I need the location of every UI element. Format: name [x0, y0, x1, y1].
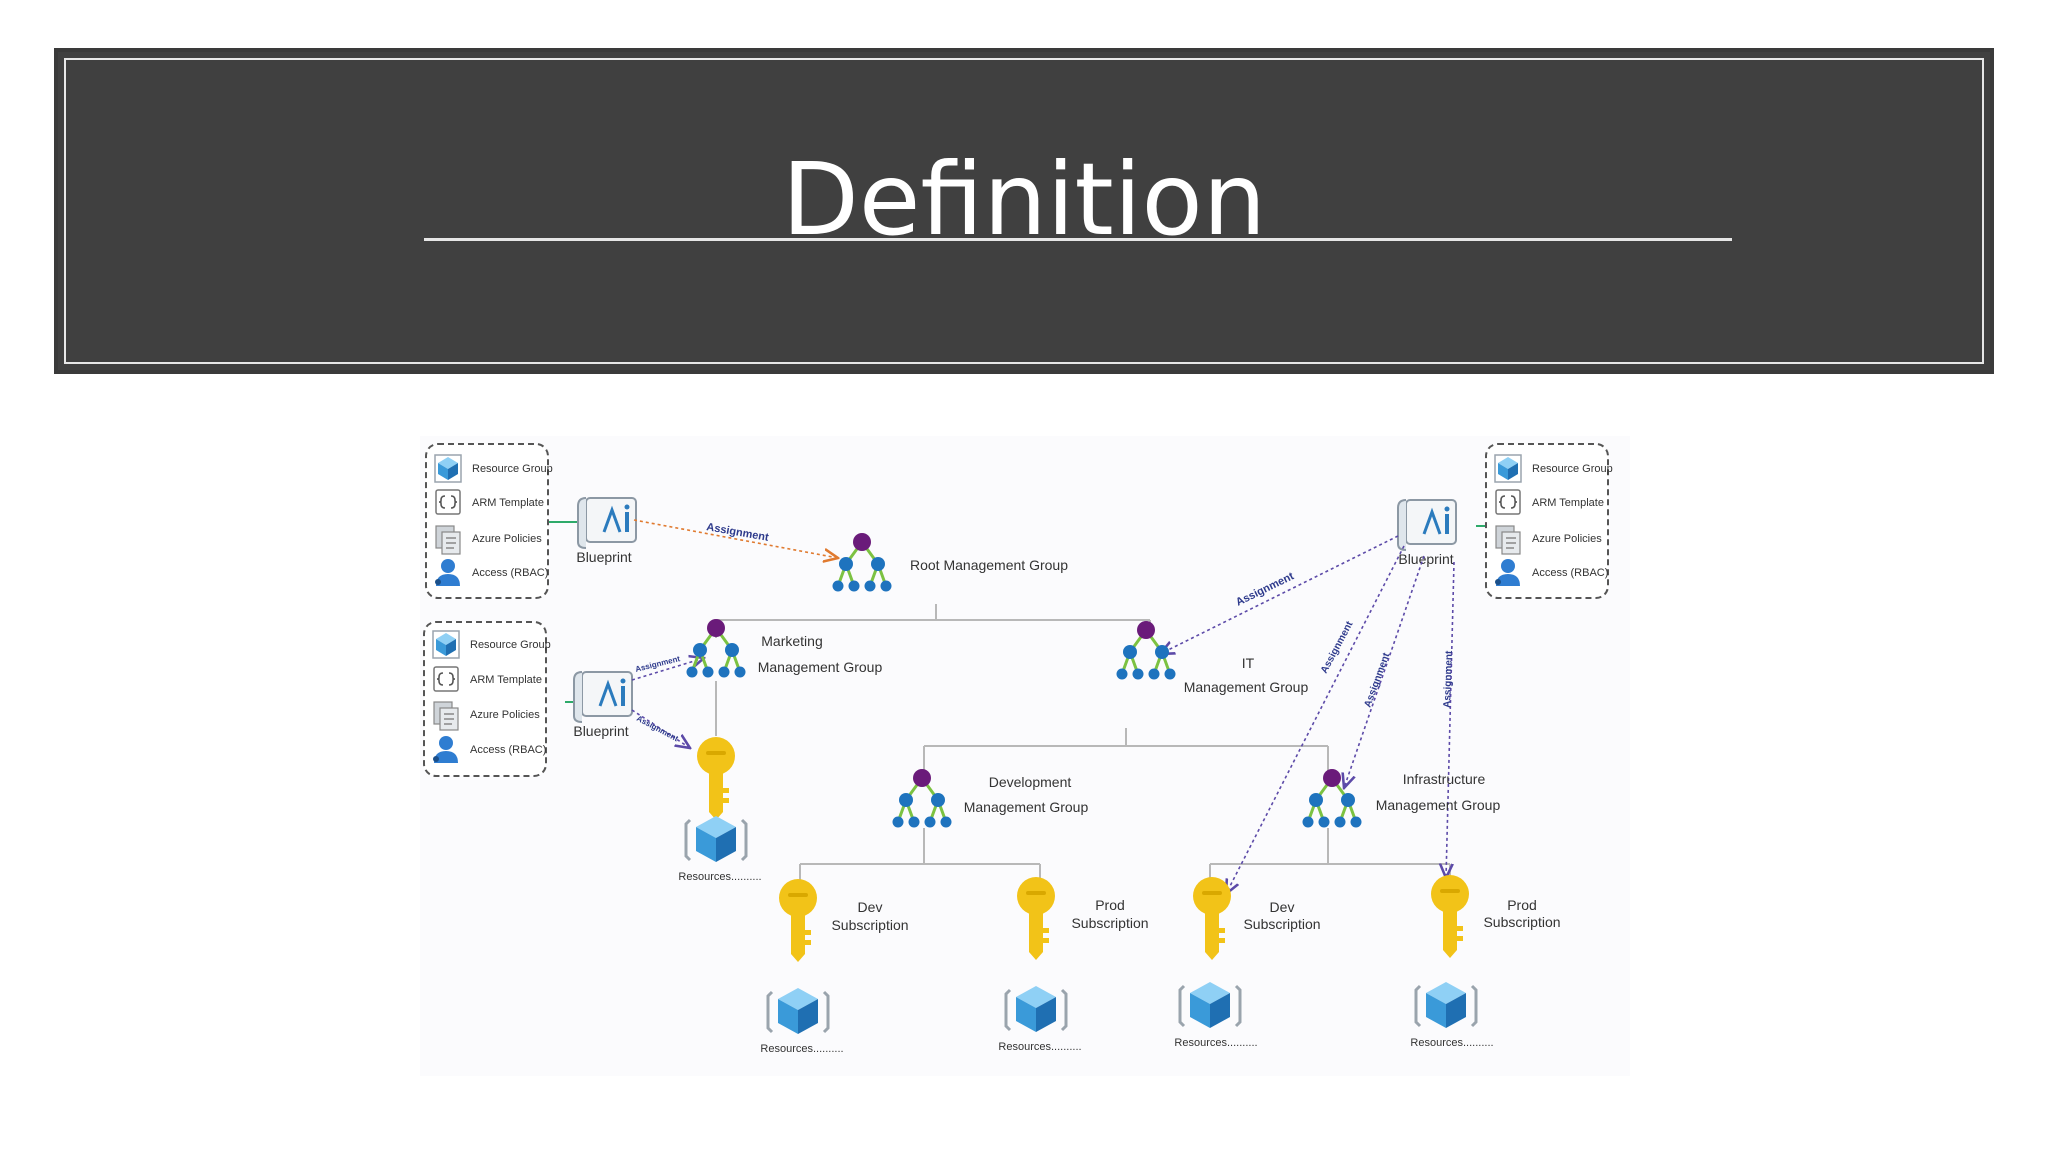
blueprint-hierarchy-diagram: Resource Group ARM Template Azure Polici…	[420, 436, 1630, 1076]
blueprint-icon	[1396, 498, 1458, 552]
arm-template-icon	[433, 666, 459, 692]
prod-subscription-label: Subscription	[1483, 914, 1560, 930]
infrastructure-group-label: Infrastructure	[1403, 771, 1486, 787]
dev-subscription-label: Subscription	[1243, 916, 1320, 932]
blueprint-label: Blueprint	[573, 723, 628, 739]
dev-subscription-label: Dev	[1270, 899, 1295, 915]
dev-subscription-label: Subscription	[831, 917, 908, 933]
artifact-label: Azure Policies	[472, 533, 542, 545]
artifact-label: ARM Template	[470, 674, 542, 686]
artifact-label: Azure Policies	[470, 709, 540, 721]
artifact-panel-mid-left: Resource Group ARM Template Azure Polici…	[423, 621, 551, 777]
artifact-panel-top-right: Resource Group ARM Template Azure Polici…	[1485, 443, 1613, 599]
artifact-panel-top-left: Resource Group ARM Template Azure Polici…	[425, 443, 553, 599]
development-group-label: Management Group	[964, 799, 1089, 815]
artifact-label: Resource Group	[1532, 463, 1613, 475]
prod-subscription-label: Prod	[1507, 897, 1537, 913]
resources-label: Resources..........	[760, 1043, 843, 1055]
assignment-label: Assignment	[1442, 650, 1455, 708]
blueprint-icon	[576, 496, 638, 550]
artifact-label: Access (RBAC)	[470, 744, 546, 756]
artifact-label: Azure Policies	[1532, 533, 1602, 545]
resources-label: Resources..........	[998, 1041, 1081, 1053]
resources-label: Resources..........	[1174, 1037, 1257, 1049]
resources-label: Resources..........	[678, 871, 761, 883]
prod-subscription-label: Prod	[1095, 897, 1125, 913]
marketing-group-label: Management Group	[758, 659, 883, 675]
arm-template-icon	[1495, 489, 1521, 515]
blueprint-label: Blueprint	[576, 549, 631, 565]
blueprint-label: Blueprint	[1398, 551, 1453, 567]
artifact-label: Resource Group	[472, 463, 553, 475]
artifact-label: Resource Group	[470, 639, 551, 651]
development-group-label: Development	[989, 774, 1072, 790]
slide-title: Definition	[781, 141, 1267, 258]
title-frame	[64, 58, 1984, 364]
blueprint-icon	[572, 670, 634, 724]
artifact-label: ARM Template	[472, 497, 544, 509]
assignment-arrows	[631, 519, 1455, 894]
resources-label: Resources..........	[1410, 1037, 1493, 1049]
dev-subscription-label: Dev	[858, 899, 883, 915]
artifact-label: Access (RBAC)	[472, 567, 548, 579]
infrastructure-group-label: Management Group	[1376, 797, 1501, 813]
title-underline	[424, 238, 1732, 241]
root-management-group-label: Root Management Group	[910, 557, 1068, 573]
prod-subscription-label: Subscription	[1071, 915, 1148, 931]
artifact-label: Access (RBAC)	[1532, 567, 1608, 579]
it-group-label: IT	[1242, 655, 1255, 671]
it-group-label: Management Group	[1184, 679, 1309, 695]
marketing-group-label: Marketing	[761, 633, 822, 649]
arm-template-icon	[435, 489, 461, 515]
artifact-label: ARM Template	[1532, 497, 1604, 509]
title-banner: Definition	[54, 48, 1994, 374]
